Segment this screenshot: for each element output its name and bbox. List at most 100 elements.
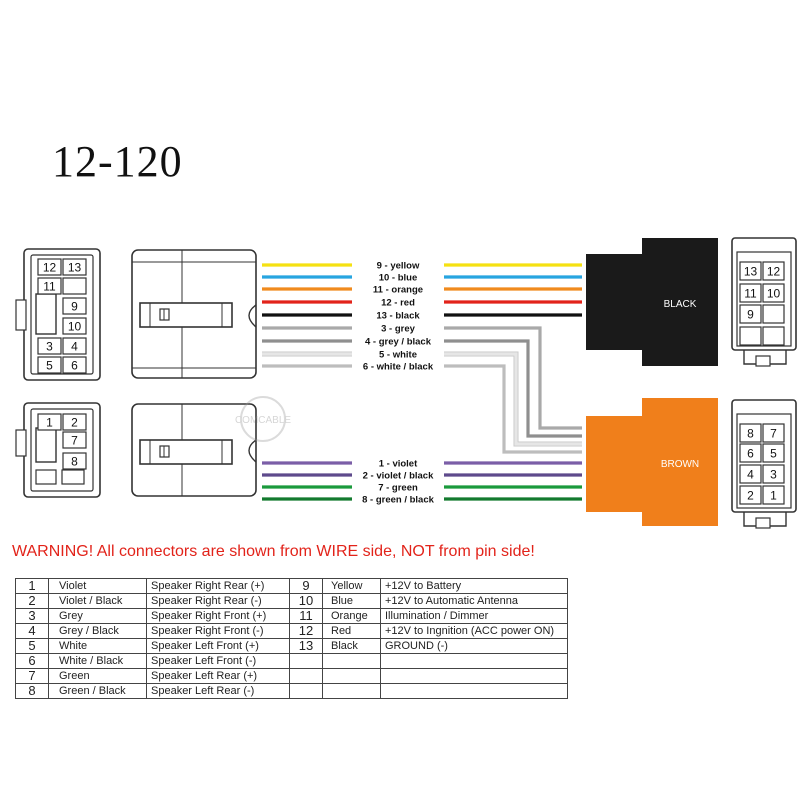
wire [262, 326, 582, 430]
right-bottom-cell [739, 464, 762, 484]
left-top-cell [62, 258, 87, 276]
wire [262, 364, 582, 454]
pin-number-cell: 11 [289, 608, 323, 624]
pin-number-cell: 3 [15, 608, 49, 624]
left-top-pin-number: 12 [43, 261, 57, 275]
right-bottom-pin-number: 6 [747, 447, 754, 461]
left-bottom-cell [37, 413, 62, 431]
wire-color-cell: Yellow [322, 578, 381, 594]
wire-color-cell [322, 668, 381, 684]
watermark: COMCABLE [235, 396, 291, 442]
function-cell: Speaker Right Front (-) [146, 623, 290, 639]
wire-color-cell: Black [322, 638, 381, 654]
wire-label: 7 - green [378, 483, 418, 494]
right-bottom-pin-number: 8 [747, 427, 754, 441]
left-top-connector-side [131, 249, 257, 379]
left-top-pin-number: 4 [71, 340, 78, 354]
function-cell: +12V to Automatic Antenna [380, 593, 568, 609]
right-bottom-cell [762, 464, 785, 484]
pin-number-cell: 12 [289, 623, 323, 639]
pin-number-cell: 5 [15, 638, 49, 654]
left-top-cell [62, 356, 87, 374]
wire-color-cell: White [48, 638, 147, 654]
wire-label: 8 - green / black [362, 495, 435, 506]
right-bottom-cell [762, 443, 785, 463]
left-bottom-cell [62, 431, 87, 449]
brown-connector-label: BROWN [661, 459, 699, 470]
left-bottom-connector-face: 1 2 7 8 [15, 402, 101, 498]
right-bottom-pin-number: 4 [747, 468, 754, 482]
pin-number-cell [289, 653, 323, 669]
wire-color-cell: Violet [48, 578, 147, 594]
left-top-cell [37, 337, 62, 355]
right-bottom-cell [739, 443, 762, 463]
pin-number-cell: 13 [289, 638, 323, 654]
left-top-pin-number: 6 [71, 359, 78, 373]
function-cell: GROUND (-) [380, 638, 568, 654]
right-bottom-cell [739, 423, 762, 443]
wire [262, 352, 582, 446]
wire-color-cell: Orange [322, 608, 381, 624]
left-bottom-connector-side [131, 403, 257, 497]
pin-number-cell: 1 [15, 578, 49, 594]
function-cell: Illumination / Dimmer [380, 608, 568, 624]
left-bottom-pin-number: 1 [46, 416, 53, 430]
wire-label: 9 - yellow [377, 261, 420, 272]
wire-color-cell [322, 683, 381, 699]
function-cell: Speaker Left Rear (+) [146, 668, 290, 684]
left-bottom-pin-number: 2 [71, 416, 78, 430]
pin-number-cell: 6 [15, 653, 49, 669]
pin-number-cell: 10 [289, 593, 323, 609]
black-connector-label: BLACK [664, 299, 697, 310]
left-top-pin-number: 5 [46, 359, 53, 373]
right-top-pin-number: 10 [767, 287, 781, 301]
right-bottom-cell [739, 485, 762, 505]
wire-color-cell: Grey / Black [48, 623, 147, 639]
right-bottom-cell [762, 485, 785, 505]
function-cell: Speaker Left Front (-) [146, 653, 290, 669]
brown-connector: BROWN [586, 398, 718, 526]
pin-number-cell: 4 [15, 623, 49, 639]
left-bottom-pin-number: 8 [71, 455, 78, 469]
black-connector: BLACK [586, 238, 718, 366]
pin-number-cell: 7 [15, 668, 49, 684]
left-top-cell [62, 297, 87, 315]
right-bottom-cell [762, 423, 785, 443]
right-top-pin-number: 12 [767, 265, 781, 279]
wire-color-cell: Green / Black [48, 683, 147, 699]
function-cell: Speaker Right Rear (+) [146, 578, 290, 594]
pin-number-cell: 9 [289, 578, 323, 594]
left-top-cell [62, 337, 87, 355]
wire-label: 6 - white / black [363, 362, 434, 373]
right-top-cell [739, 326, 762, 346]
right-top-pin-number: 13 [744, 265, 758, 279]
right-top-cell [762, 326, 785, 346]
function-cell [380, 653, 568, 669]
right-bottom-pin-number: 3 [770, 468, 777, 482]
wire-color-cell: Red [322, 623, 381, 639]
right-bottom-pin-number: 5 [770, 447, 777, 461]
right-top-cell [762, 304, 785, 324]
function-cell [380, 683, 568, 699]
function-cell: +12V to Ingnition (ACC power ON) [380, 623, 568, 639]
left-bottom-pin-number: 7 [71, 434, 78, 448]
function-cell: +12V to Battery [380, 578, 568, 594]
warning-text: WARNING! All connectors are shown from W… [12, 543, 535, 560]
pin-number-cell [289, 668, 323, 684]
pin-number-cell [289, 683, 323, 699]
right-top-pin-number: 9 [747, 308, 754, 322]
pin-number-cell: 2 [15, 593, 49, 609]
watermark-text: COMCABLE [235, 415, 291, 426]
right-top-cell [762, 261, 785, 281]
left-top-cell [37, 356, 62, 374]
function-cell: Speaker Left Front (+) [146, 638, 290, 654]
wire-label: 10 - blue [379, 273, 418, 284]
